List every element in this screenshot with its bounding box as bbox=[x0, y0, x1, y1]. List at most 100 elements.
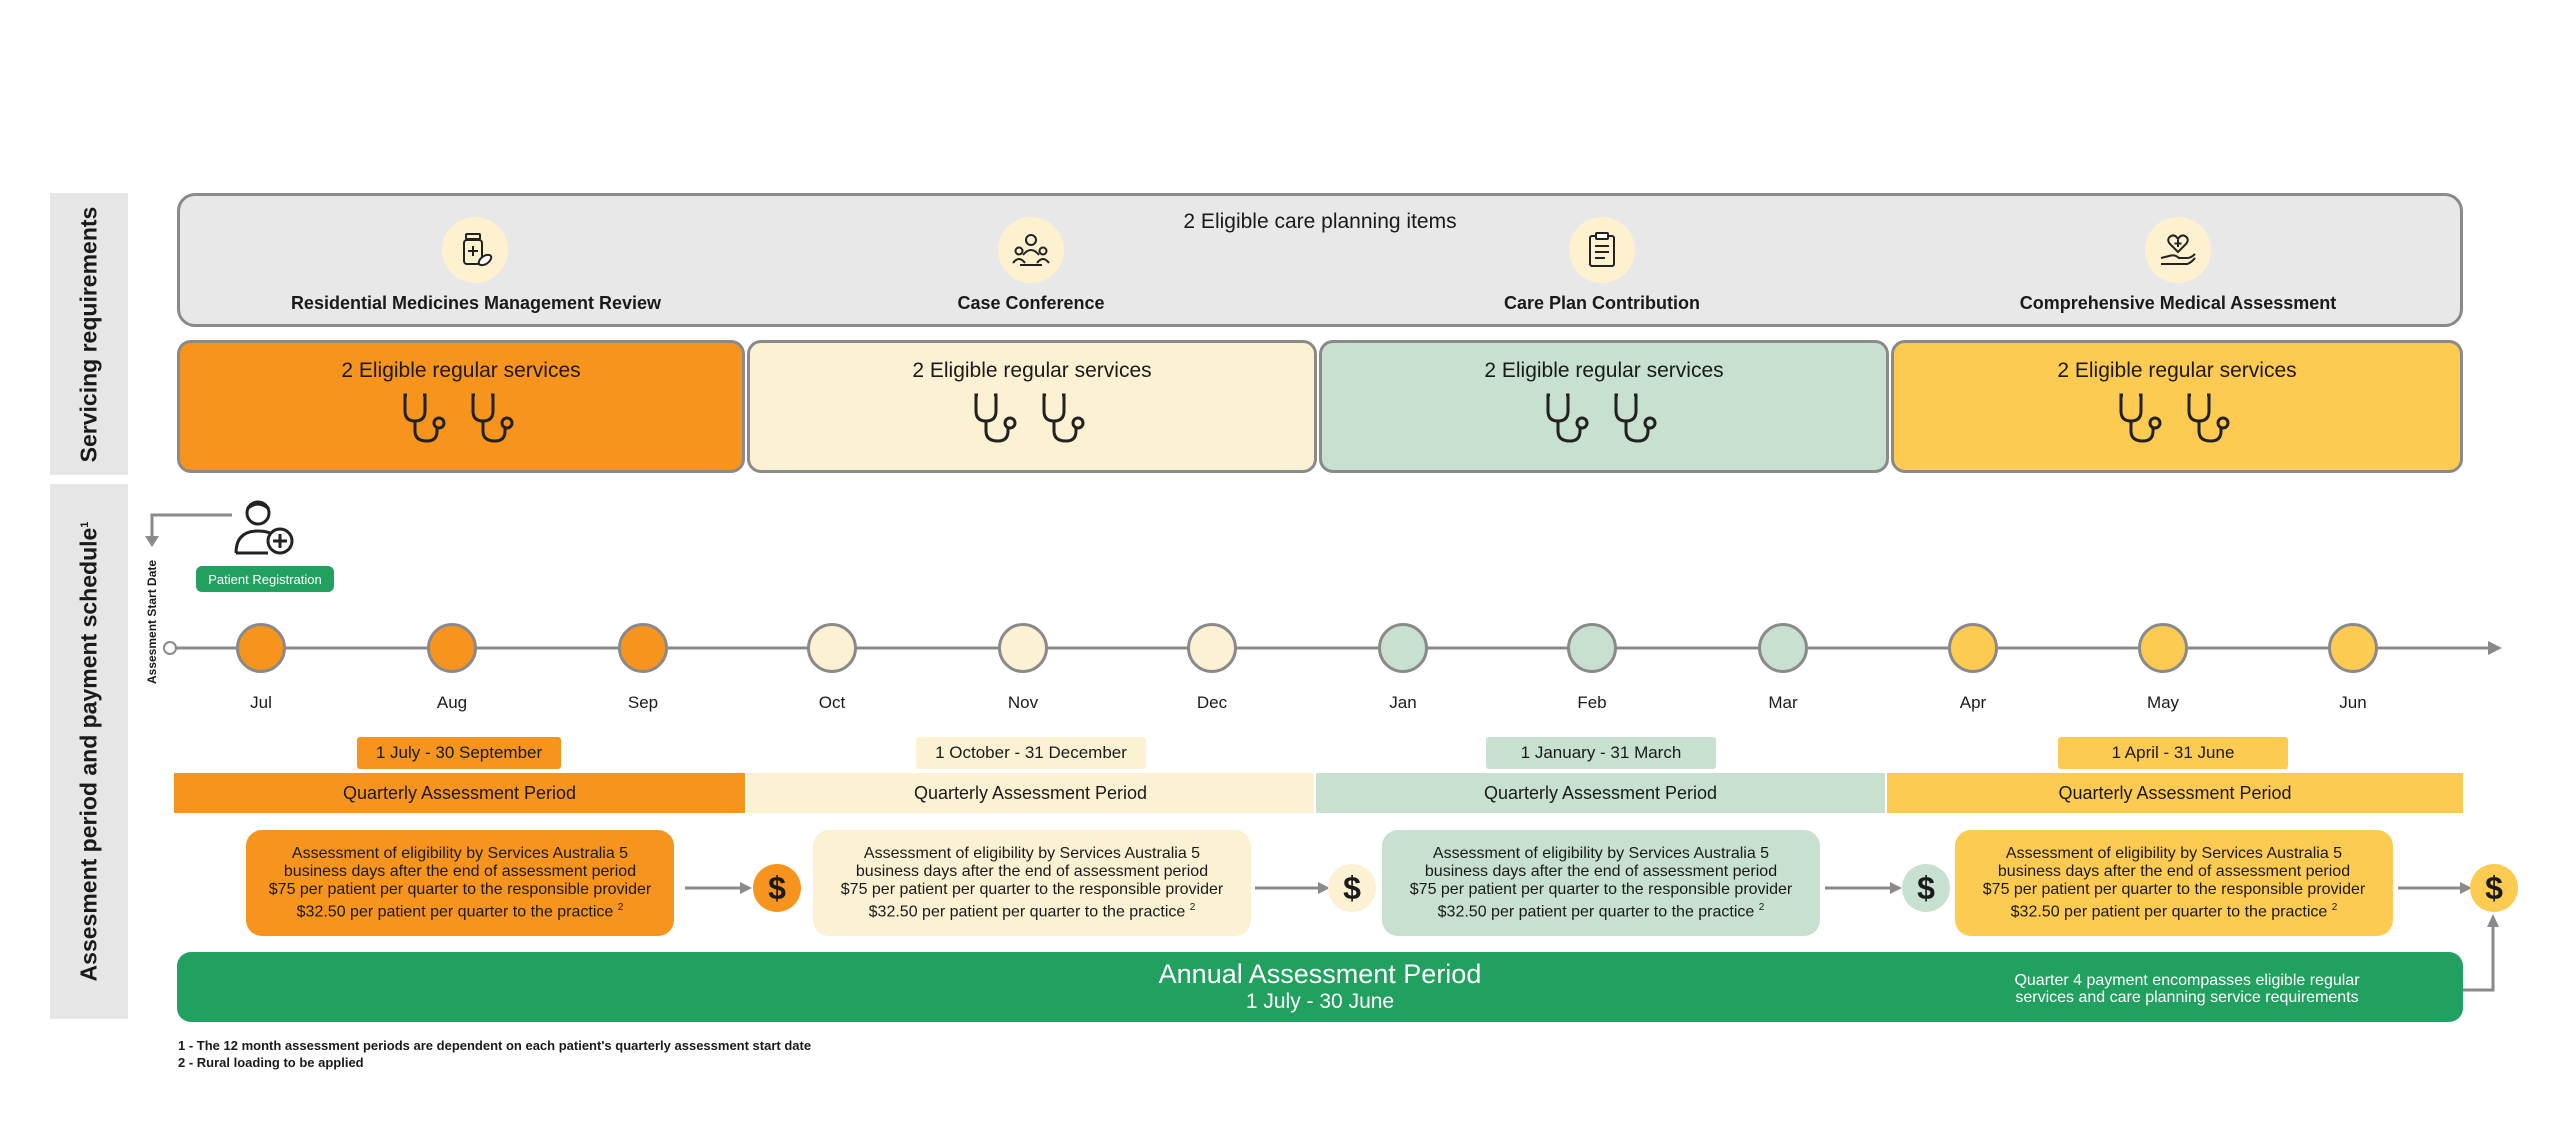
month-label-jan: Jan bbox=[1389, 693, 1417, 712]
quarterly-period-q4: Quarterly Assessment Period bbox=[1887, 773, 2463, 813]
care-planning-title: 2 Eligible care planning items bbox=[1183, 210, 1457, 233]
regular-services-label-q2: 2 Eligible regular services bbox=[912, 359, 1152, 382]
assessment-line: $32.50 per patient per quarter to the pr… bbox=[1437, 903, 1755, 921]
assessment-line: Assessment of eligibility by Services Au… bbox=[2005, 844, 2343, 862]
medicine-bottle-icon bbox=[442, 217, 508, 283]
month-label-mar: Mar bbox=[1768, 693, 1798, 712]
conference-group-icon bbox=[998, 217, 1064, 283]
month-node-apr bbox=[1948, 623, 1998, 673]
month-node-jan bbox=[1378, 623, 1428, 673]
care-item-label-case-conference: Case Conference bbox=[957, 293, 1105, 313]
assessment-line-wrap: $32.50 per patient per quarter to the pr… bbox=[869, 899, 1196, 921]
assessment-box-q4: Assessment of eligibility by Services Au… bbox=[1955, 830, 2393, 936]
stethoscope-pair-q4 bbox=[2115, 391, 2239, 445]
date-range-q4: 1 April - 31 June bbox=[2058, 737, 2288, 769]
annual-return-arrow bbox=[2463, 925, 2495, 992]
assessment-line: business days after the end of assessmen… bbox=[283, 862, 637, 880]
registration-arrow bbox=[150, 513, 232, 540]
month-node-oct bbox=[807, 623, 857, 673]
assessment-line: business days after the end of assessmen… bbox=[855, 862, 1209, 880]
stethoscope-pair-q2 bbox=[970, 391, 1094, 445]
annual-subtitle: 1 July - 30 June bbox=[1245, 990, 1395, 1013]
month-label-jul: Jul bbox=[250, 693, 272, 712]
timeline-arrow-head bbox=[2488, 641, 2502, 655]
assessment-line: $75 per patient per quarter to the respo… bbox=[268, 880, 652, 898]
month-node-nov bbox=[998, 623, 1048, 673]
regular-services-q3: 2 Eligible regular services bbox=[1319, 340, 1889, 473]
month-label-sep: Sep bbox=[627, 693, 659, 712]
regular-services-q4: 2 Eligible regular services bbox=[1891, 340, 2463, 473]
care-planning-panel: 2 Eligible care planning items bbox=[177, 193, 2463, 327]
month-node-may bbox=[2138, 623, 2188, 673]
month-label-nov: Nov bbox=[1007, 693, 1039, 712]
assessment-line: Assessment of eligibility by Services Au… bbox=[863, 844, 1201, 862]
assessment-line: $75 per patient per quarter to the respo… bbox=[840, 880, 1224, 898]
annual-assessment-bar: Annual Assessment Period 1 July - 30 Jun… bbox=[177, 952, 2463, 1022]
assessment-line: $32.50 per patient per quarter to the pr… bbox=[868, 903, 1186, 921]
regular-services-label-q3: 2 Eligible regular services bbox=[1484, 359, 1724, 382]
payment-dollar-icon-q4: $ bbox=[2470, 864, 2518, 912]
servicing-requirements-label: Servicing requirements bbox=[50, 193, 128, 475]
assessment-start-date-label: Assesment Start Date bbox=[145, 559, 159, 684]
assessment-line-wrap: $32.50 per patient per quarter to the pr… bbox=[297, 899, 624, 921]
care-item-label-care-plan: Care Plan Contribution bbox=[1503, 293, 1700, 313]
assessment-line: Assessment of eligibility by Services Au… bbox=[1432, 844, 1770, 862]
quarterly-period-q1: Quarterly Assessment Period bbox=[174, 773, 745, 813]
payment-dollar-icon-q3: $ bbox=[1902, 864, 1950, 912]
assessment-line: Assessment of eligibility by Services Au… bbox=[291, 844, 629, 862]
month-label-dec: Dec bbox=[1196, 693, 1228, 712]
footnote-ref: 2 bbox=[1758, 901, 1765, 913]
month-label-jun: Jun bbox=[2339, 693, 2367, 712]
stethoscope-icon bbox=[2187, 393, 2230, 443]
date-range-q1: 1 July - 30 September bbox=[357, 737, 561, 769]
patient-icon bbox=[232, 497, 296, 557]
assessment-box-q1: Assessment of eligibility by Services Au… bbox=[246, 830, 674, 936]
footnote-ref: 2 bbox=[1189, 901, 1196, 913]
stethoscope-icon bbox=[1042, 393, 1085, 443]
payment-dollar-icon-q2: $ bbox=[1328, 864, 1376, 912]
month-label-may: May bbox=[2146, 693, 2180, 712]
date-range-q2: 1 October - 31 December bbox=[916, 737, 1146, 769]
assessment-line: $75 per patient per quarter to the respo… bbox=[1982, 880, 2366, 898]
month-label-feb: Feb bbox=[1577, 693, 1607, 712]
regular-services-q1: 2 Eligible regular services bbox=[177, 340, 745, 473]
patient-registration-badge: Patient Registration bbox=[196, 566, 334, 592]
stethoscope-icon bbox=[1614, 393, 1657, 443]
footnote-2: 2 - Rural loading to be applied bbox=[178, 1055, 364, 1070]
month-node-feb bbox=[1567, 623, 1617, 673]
assessment-line-wrap: $32.50 per patient per quarter to the pr… bbox=[1438, 899, 1765, 921]
care-item-label-rmmr: Residential Medicines Management Review bbox=[290, 293, 662, 313]
regular-services-q2: 2 Eligible regular services bbox=[747, 340, 1317, 473]
date-range-q3: 1 January - 31 March bbox=[1486, 737, 1716, 769]
registration-arrow-head bbox=[145, 536, 159, 547]
stethoscope-pair-q1 bbox=[399, 391, 523, 445]
assessment-line-wrap: $32.50 per patient per quarter to the pr… bbox=[2011, 899, 2338, 921]
stethoscope-icon bbox=[471, 393, 514, 443]
stethoscope-pair-q3 bbox=[1542, 391, 1666, 445]
quarterly-period-q2: Quarterly Assessment Period bbox=[747, 773, 1314, 813]
schedule-label: Assesment period and payment schedule1 bbox=[50, 484, 128, 1019]
month-node-mar bbox=[1758, 623, 1808, 673]
regular-services-label-q1: 2 Eligible regular services bbox=[341, 359, 581, 382]
q4-note: Quarter 4 payment encompasses eligible r… bbox=[1977, 972, 2397, 1006]
timeline-start-dot bbox=[163, 641, 177, 655]
care-item-label-cma: Comprehensive Medical Assessment bbox=[2019, 293, 2337, 313]
payment-dollar-icon-q1: $ bbox=[753, 864, 801, 912]
assessment-line: $32.50 per patient per quarter to the pr… bbox=[296, 903, 614, 921]
q4-note-line: Quarter 4 payment encompasses eligible r… bbox=[2014, 972, 2360, 989]
assessment-box-q3: Assessment of eligibility by Services Au… bbox=[1382, 830, 1820, 936]
q4-note-line: services and care planning service requi… bbox=[2015, 989, 2359, 1006]
stethoscope-icon bbox=[403, 393, 446, 443]
clipboard-plan-icon bbox=[1569, 217, 1635, 283]
stethoscope-icon bbox=[974, 393, 1017, 443]
assessment-line: $32.50 per patient per quarter to the pr… bbox=[2010, 903, 2328, 921]
stethoscope-icon bbox=[1546, 393, 1589, 443]
month-node-aug bbox=[427, 623, 477, 673]
stethoscope-icon bbox=[2119, 393, 2162, 443]
month-label-apr: Apr bbox=[1959, 693, 1987, 712]
heart-hand-icon bbox=[2145, 217, 2211, 283]
month-label-oct: Oct bbox=[818, 693, 846, 712]
footnote-ref: 2 bbox=[617, 901, 624, 913]
assessment-box-q2: Assessment of eligibility by Services Au… bbox=[813, 830, 1251, 936]
